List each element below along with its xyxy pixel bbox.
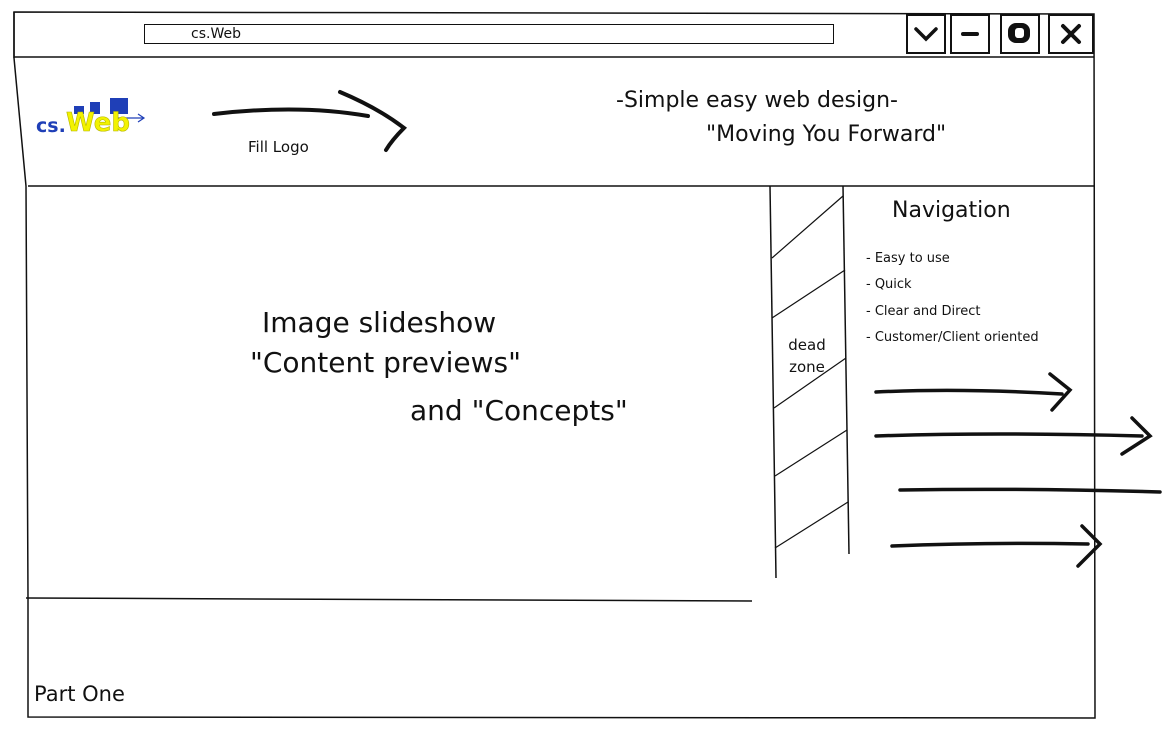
nav-note-customer-oriented: - Customer/Client oriented <box>866 330 1039 345</box>
nav-link-arrow-2[interactable] <box>872 412 1154 464</box>
dead-zone-label: dead zone <box>782 334 832 378</box>
dead-zone-line1: dead <box>788 336 826 354</box>
tagline-line1: -Simple easy web design- <box>616 88 898 113</box>
close-icon <box>1061 24 1081 44</box>
nav-link-arrow-4[interactable] <box>888 520 1118 572</box>
chevron-down-icon <box>914 27 938 42</box>
image-slideshow[interactable] <box>28 188 768 598</box>
nav-link-arrow-1[interactable] <box>872 368 1082 418</box>
slideshow-label: Image slideshow <box>262 306 497 339</box>
nav-link-arrow-3[interactable] <box>896 478 1162 508</box>
minimize-button[interactable] <box>950 14 990 54</box>
address-bar[interactable]: cs.Web <box>144 24 834 44</box>
slideshow-concepts: and "Concepts" <box>410 394 628 427</box>
close-button[interactable] <box>1048 14 1094 54</box>
logo-text-web: Web <box>66 108 131 139</box>
slideshow-content-previews: "Content previews" <box>250 346 521 379</box>
logo[interactable] <box>34 96 154 146</box>
nav-note-quick: - Quick <box>866 277 912 292</box>
logo-bars-icon <box>74 98 146 123</box>
dropdown-button[interactable] <box>906 14 946 54</box>
nav-note-easy-to-use: - Easy to use <box>866 251 950 266</box>
maximize-icon <box>1008 23 1030 43</box>
navigation-title: Navigation <box>892 198 1011 223</box>
dead-zone-line2: zone <box>789 358 825 376</box>
logo-text-cs: cs. <box>36 115 66 137</box>
address-bar-text: cs.Web <box>191 26 241 42</box>
nav-note-clear-direct: - Clear and Direct <box>866 304 981 319</box>
minimize-icon <box>961 32 979 36</box>
fill-logo-note: Fill Logo <box>248 138 309 156</box>
maximize-button[interactable] <box>1000 14 1040 54</box>
footer-label: Part One <box>34 682 125 706</box>
tagline-line2: "Moving You Forward" <box>706 122 947 147</box>
